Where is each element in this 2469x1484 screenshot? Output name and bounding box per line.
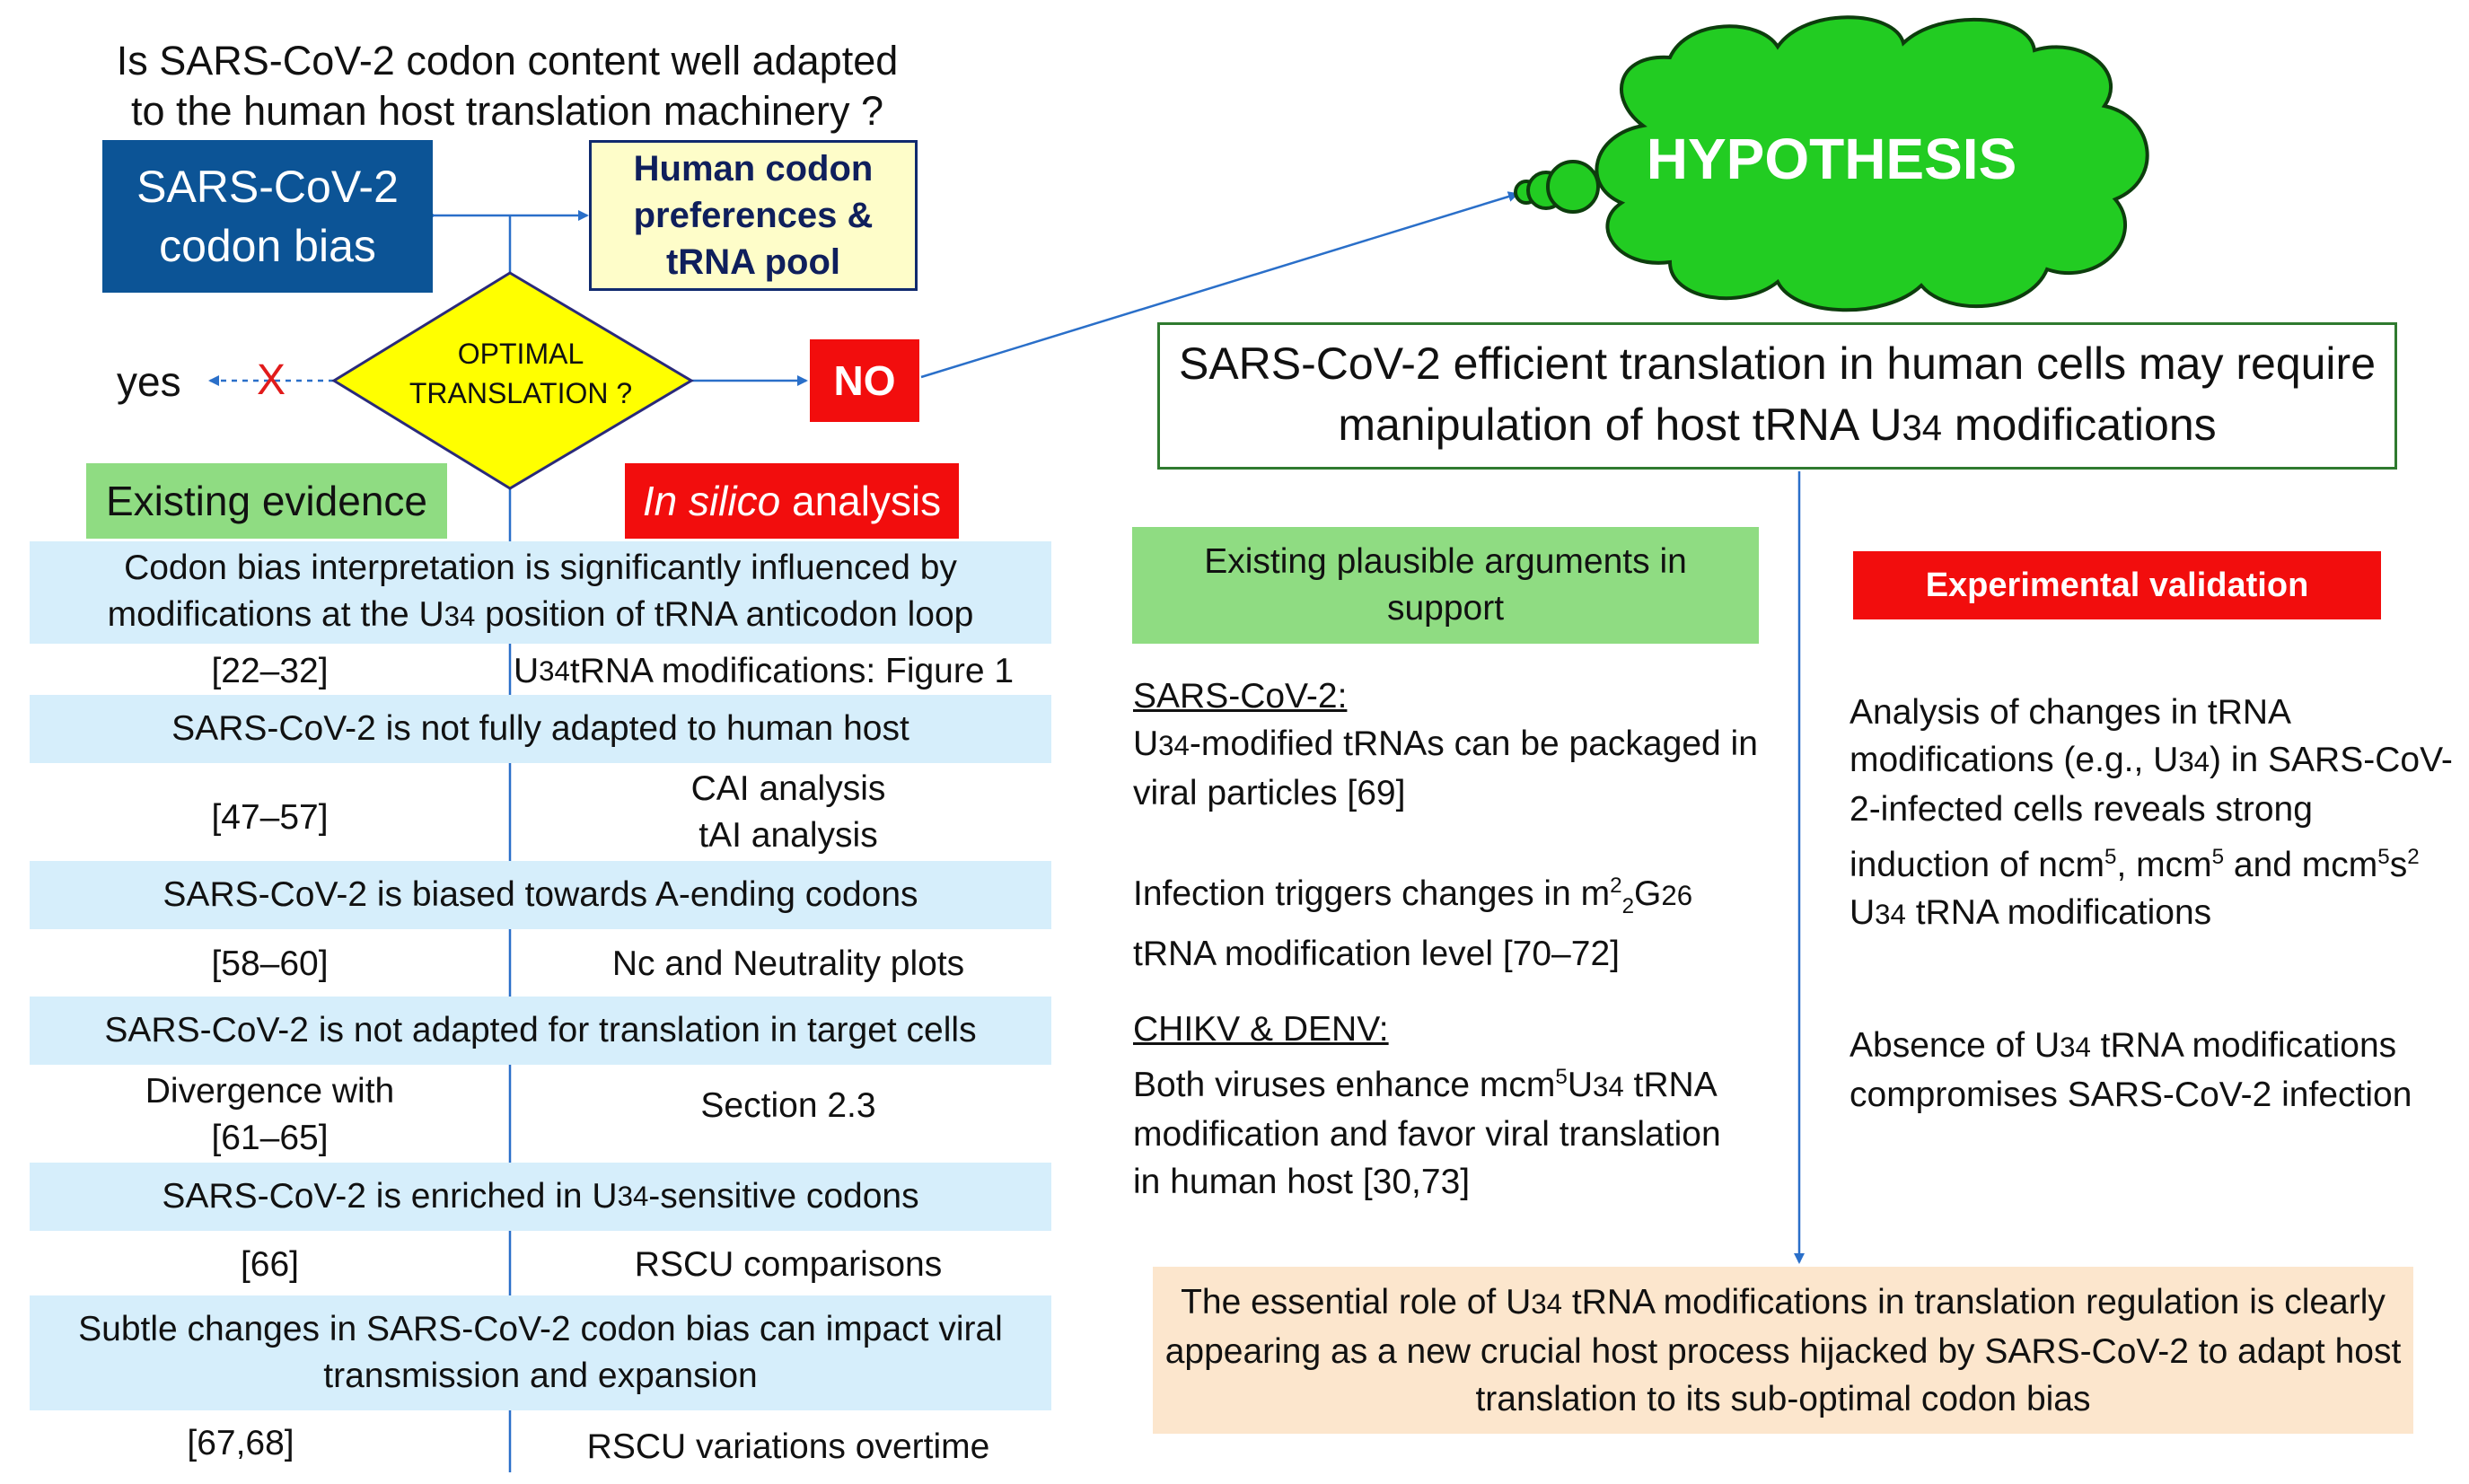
decision-label: OPTIMAL TRANSLATION ? [386,334,655,413]
main-question: Is SARS-CoV-2 codon content well adapted… [81,36,934,136]
experimental-validation-header: Experimental validation [1853,551,2381,619]
row-3-reference: [58–60] [211,944,329,983]
row-4-reference: Divergence with [61–65] [145,1072,395,1157]
row-6-method: RSCU variations overtime [586,1427,990,1466]
yes-label: yes [117,358,181,405]
row-4-method: Section 2.3 [700,1086,876,1125]
support-infection-block: Infection triggers changes in m22G26 tRN… [1133,874,1693,973]
virus-codon-bias-box: SARS-CoV-2 codon bias [102,140,433,293]
row-3-method: Nc and Neutrality plots [611,944,965,983]
evidence-row-2: SARS-CoV-2 is not fully adapted to human… [30,695,1051,763]
hypothesis-cloud [1514,15,2149,312]
existing-evidence-header: Existing evidence [86,463,447,539]
virus-box-line-2: codon bias [159,221,376,271]
row-5-reference: [66] [240,1245,300,1284]
evidence-row-4: SARS-CoV-2 is not adapted for translatio… [30,997,1051,1065]
row-2-reference: [47–57] [211,798,329,837]
question-line-1: Is SARS-CoV-2 codon content well adapted [116,38,899,83]
experimental-absence-block: Absence of U34 tRNA modifications compro… [1850,1026,2412,1114]
evidence-row-1: Codon bias interpretation is significant… [30,541,1051,644]
no-box: NO [810,339,919,422]
question-line-2: to the human host translation machinery … [131,88,883,134]
support-chikv-block: CHIKV & DENV: Both viruses enhance mcm5U… [1133,1005,1721,1206]
evidence-row-6: Subtle changes in SARS-CoV-2 codon bias … [30,1295,1051,1410]
hypothesis-line-1: SARS-CoV-2 efficient translation in huma… [1178,338,2377,389]
virus-box-line-1: SARS-CoV-2 [136,162,399,212]
conclusion-box: The essential role of U34 tRNA modificat… [1153,1267,2413,1434]
decision-diamond [331,271,694,490]
evidence-row-3: SARS-CoV-2 is biased towards A-ending co… [30,861,1051,929]
chikv-title: CHIKV & DENV: [1133,1010,1389,1049]
human-box-line-2: preferences & [633,196,874,235]
hypothesis-line-2: manipulation of host tRNA U34 modificati… [1338,400,2217,450]
hypothesis-label: HYPOTHESIS [1646,127,2017,191]
sars-title: SARS-CoV-2: [1133,677,1348,716]
support-sars-block: SARS-CoV-2: U34-modified tRNAs can be pa… [1133,672,1758,817]
hypothesis-statement-box: SARS-CoV-2 efficient translation in huma… [1157,322,2397,470]
row-6-reference: [67,68] [187,1424,294,1462]
human-box-line-1: Human codon [633,149,874,189]
x-mark: X [257,356,286,404]
human-codon-box: Human codon preferences & tRNA pool [589,140,918,291]
row-2-methods: CAI analysis tAI analysis [690,769,886,855]
row-5-method: RSCU comparisons [634,1245,943,1284]
human-box-line-3: tRNA pool [665,242,841,282]
decision-line-2: TRANSLATION ? [409,377,633,409]
in-silico-analysis-header: In silico analysis [625,463,959,539]
experimental-analysis-block: Analysis of changes in tRNA modification… [1850,693,2453,932]
row-1-reference: [22–32] [211,652,329,690]
plausible-arguments-header: Existing plausible arguments in support [1132,527,1759,644]
hypothesis-arrow [920,191,1519,379]
decision-line-1: OPTIMAL [457,338,584,370]
